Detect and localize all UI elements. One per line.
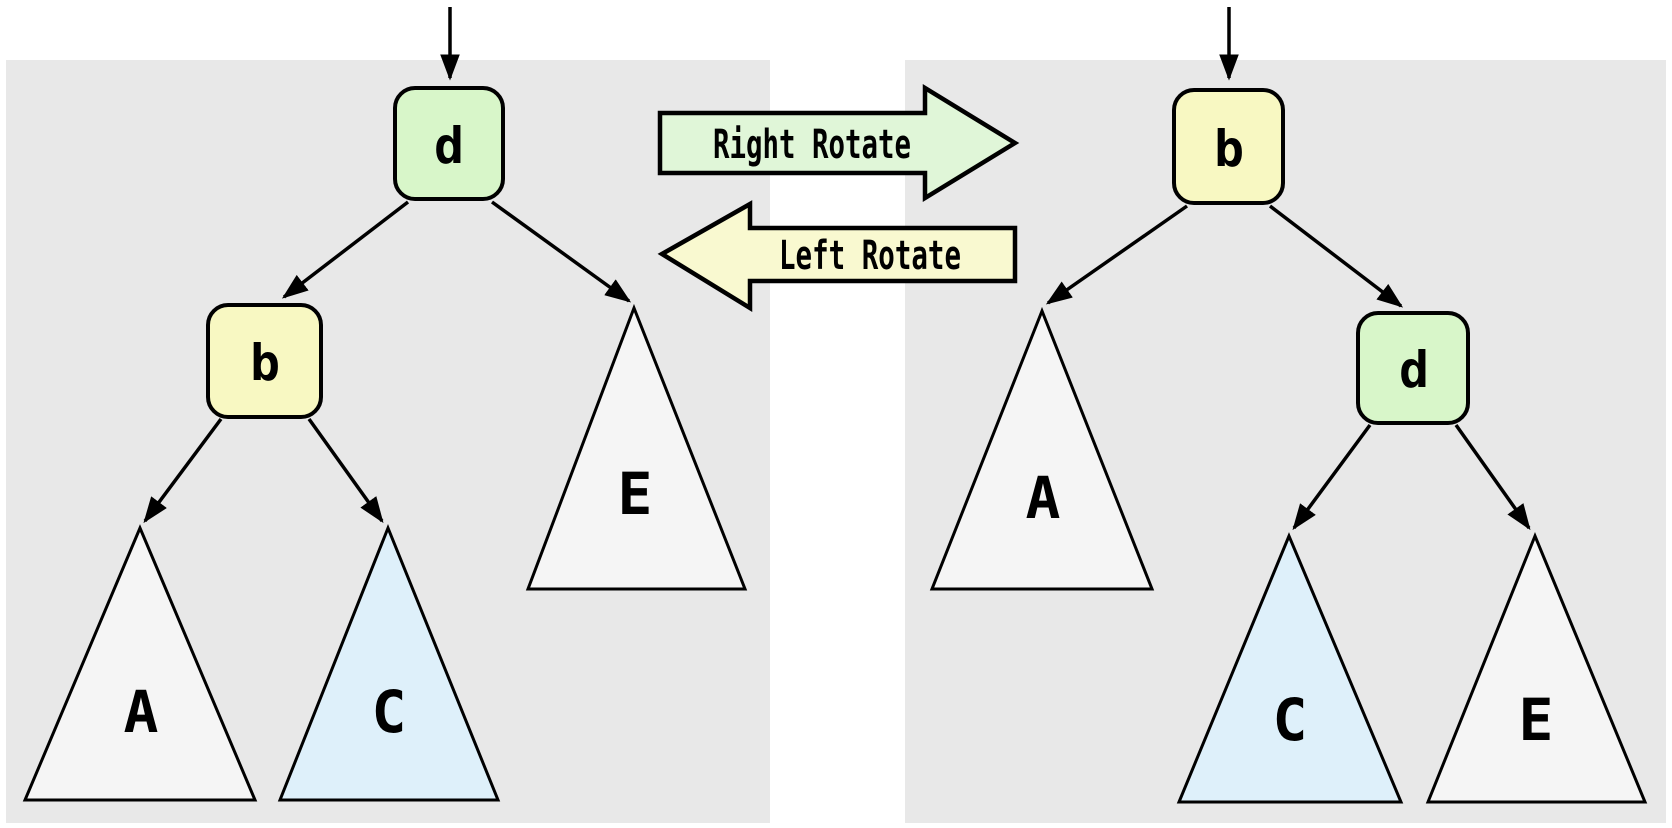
edge-d-to-c-right: [1292, 423, 1372, 531]
node-d-left: [393, 86, 505, 201]
subtree-a-right-label: A: [1026, 464, 1061, 532]
subtree-e-left: [525, 303, 748, 591]
rotate-arrows: Right Rotate Left Rotate: [657, 83, 1020, 313]
right-tree: A C E b d: [929, 7, 1648, 804]
left-rotate-label: Left Rotate: [779, 233, 961, 279]
edge-b-to-c: [307, 417, 384, 524]
subtree-a-right: [929, 306, 1155, 591]
right-rotate-label: Right Rotate: [713, 122, 911, 168]
left-tree: A C E d b: [22, 7, 748, 802]
subtree-c-right-label: C: [1273, 686, 1308, 754]
node-d-left-label: d: [434, 117, 464, 175]
node-b-left: [206, 303, 323, 419]
subtree-a-left: [22, 524, 258, 802]
right-rotate-arrow: [657, 83, 1020, 203]
edge-b-to-a-right: [1045, 204, 1189, 305]
subtree-e-left-label: E: [618, 460, 653, 528]
subtree-e-right: [1425, 532, 1648, 804]
left-rotate-arrow: [657, 200, 1018, 313]
node-b-right: [1172, 88, 1285, 205]
edge-b-to-d-right: [1268, 204, 1404, 308]
node-b-left-label: b: [250, 334, 280, 392]
node-d-right-label: d: [1399, 341, 1429, 399]
subtree-c-left: [277, 523, 501, 802]
subtree-e-right-label: E: [1519, 686, 1554, 754]
edge-d-to-e: [490, 200, 632, 303]
subtree-c-left-label: C: [372, 678, 407, 746]
node-b-right-label: b: [1214, 120, 1244, 178]
edge-d-to-e-right: [1454, 423, 1531, 531]
node-d-right: [1356, 311, 1470, 425]
edge-d-to-b: [281, 200, 410, 299]
subtree-a-left-label: A: [124, 678, 159, 746]
edge-b-to-a: [143, 417, 223, 524]
subtree-c-right: [1176, 532, 1404, 804]
